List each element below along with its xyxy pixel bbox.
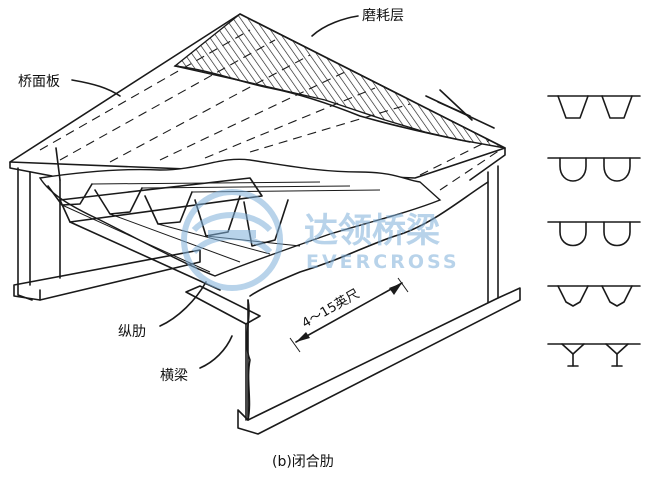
trapezoid-rib-profile <box>547 95 641 119</box>
watermark-brand-en: EVERCROSS <box>306 251 460 273</box>
annotations <box>71 15 495 369</box>
watermark: 达领桥梁 EVERCROSS <box>181 189 460 291</box>
right-main-girder <box>185 165 521 435</box>
wearing-layer <box>173 13 506 149</box>
y-rib-profile <box>547 343 641 367</box>
figure-caption: (b)闭合肋 <box>272 454 334 470</box>
longitudinal-rib-label: 纵肋 <box>118 324 146 340</box>
cross-beam-label: 横梁 <box>160 368 188 384</box>
rib-profiles <box>547 95 641 367</box>
left-main-girder <box>13 147 201 301</box>
watermark-brand-cn: 达领桥梁 <box>304 211 440 251</box>
watermark-logo <box>181 189 283 291</box>
wearing-layer-label: 磨耗层 <box>362 8 404 24</box>
spacing-dimension-label: 4～15英尺 <box>300 287 363 332</box>
u-rib-profile <box>547 157 641 182</box>
cross-beam-web <box>59 177 263 291</box>
round-bottom-rib-profile <box>547 221 641 247</box>
deck-plate-label: 桥面板 <box>18 74 60 90</box>
v-rib-profile <box>547 285 641 307</box>
